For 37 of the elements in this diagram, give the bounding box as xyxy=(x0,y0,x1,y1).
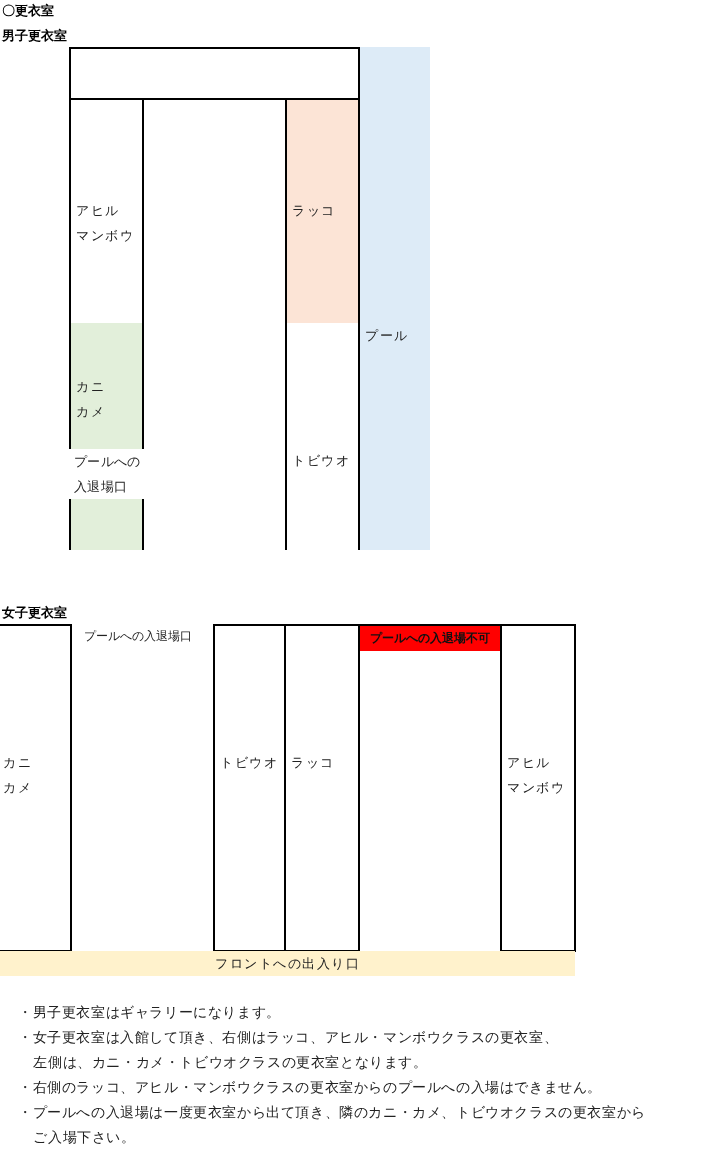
room-label: マンボウ xyxy=(507,779,566,797)
room-box xyxy=(360,624,502,952)
room-label: カメ xyxy=(3,779,33,797)
locker-room xyxy=(69,323,144,450)
room-label: プール xyxy=(365,327,410,345)
room-label: ラッコ xyxy=(291,754,336,772)
room-label: ラッコ xyxy=(292,202,337,220)
entrance-band xyxy=(0,951,575,976)
heading: 男子更衣室 xyxy=(2,27,67,45)
room-label: プールへの入退場不可 xyxy=(369,630,491,647)
note: ・プールへの入退場は一度更衣室から出て頂き、隣のカニ・カメ、トビウオクラスの更衣室からご入場下さい。 xyxy=(18,1103,647,1147)
room-label: カメ xyxy=(76,403,106,421)
room-label: カニ xyxy=(3,754,33,772)
room-label: マンボウ xyxy=(76,227,135,245)
room-label: トビウオ xyxy=(292,452,351,470)
note: ・男子更衣室はギャラリーになります。 xyxy=(18,1003,282,1022)
room-label: アヒル xyxy=(76,202,121,220)
heading: 女子更衣室 xyxy=(2,604,67,622)
room-label: カニ xyxy=(76,378,106,396)
room-label: アヒル xyxy=(507,754,552,772)
note: ・女子更衣室は入館して頂き、右側はラッコ、アヒル・マンボウクラスの更衣室、左側は、カニ・カメ・トビウオクラスの更衣室となります。 xyxy=(18,1028,560,1072)
room-box xyxy=(69,47,360,100)
warning-band xyxy=(360,626,500,651)
locker-room xyxy=(502,624,576,952)
pool-area xyxy=(360,47,430,550)
locker-room xyxy=(69,100,144,324)
room-label: フロントへの出入り口 xyxy=(214,955,361,973)
entrance-label: プールへの入退場口 xyxy=(84,628,192,645)
locker-room xyxy=(285,323,360,550)
locker-room xyxy=(286,624,360,952)
locker-room xyxy=(0,624,72,952)
room-label: プールへの入退場口 xyxy=(74,453,142,496)
title: 〇更衣室 xyxy=(2,2,54,20)
room-label: トビウオ xyxy=(220,754,279,772)
note: ・右側のラッコ、アヒル・マンボウクラスの更衣室からのプールへの入場はできません。 xyxy=(18,1078,603,1097)
locker-room xyxy=(285,100,360,324)
locker-room xyxy=(213,624,286,952)
